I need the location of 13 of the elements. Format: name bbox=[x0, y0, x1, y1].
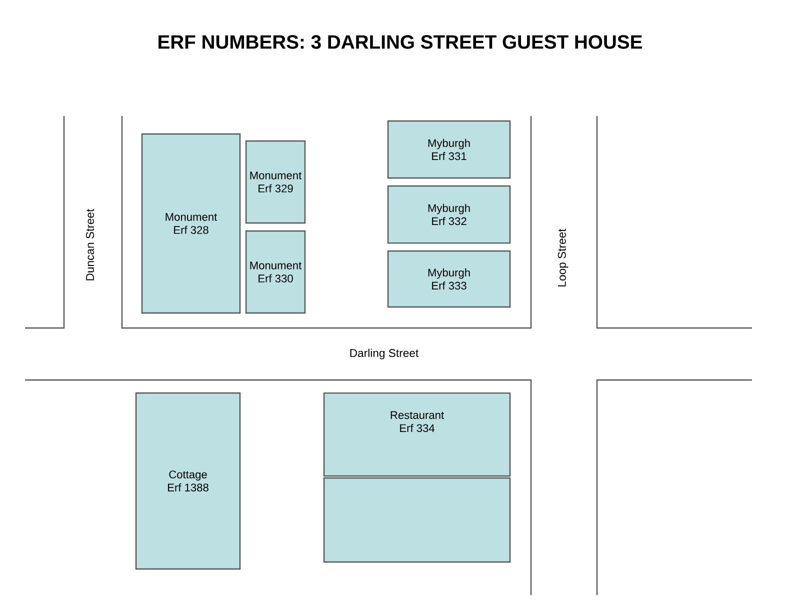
street-name: Duncan Street bbox=[86, 208, 94, 280]
street-name: Darling Street bbox=[350, 348, 419, 360]
lot-box: Monument Erf 328 bbox=[141, 133, 241, 314]
lot-box: Restaurant Erf 334 bbox=[323, 392, 511, 477]
lot-box: Myburgh Erf 332 bbox=[387, 185, 511, 244]
street-name: Loop Street bbox=[558, 228, 568, 286]
title: ERF NUMBERS: 3 DARLING STREET GUEST HOUSE bbox=[158, 35, 642, 49]
lot-box: Myburgh Erf 331 bbox=[387, 120, 511, 179]
lot-box: Cottage Erf 1388 bbox=[135, 392, 241, 570]
lot-box: Monument Erf 330 bbox=[245, 230, 306, 314]
lot-box: Myburgh Erf 333 bbox=[387, 250, 511, 308]
lot-box bbox=[323, 477, 511, 563]
lot-box: Monument Erf 329 bbox=[245, 140, 306, 224]
